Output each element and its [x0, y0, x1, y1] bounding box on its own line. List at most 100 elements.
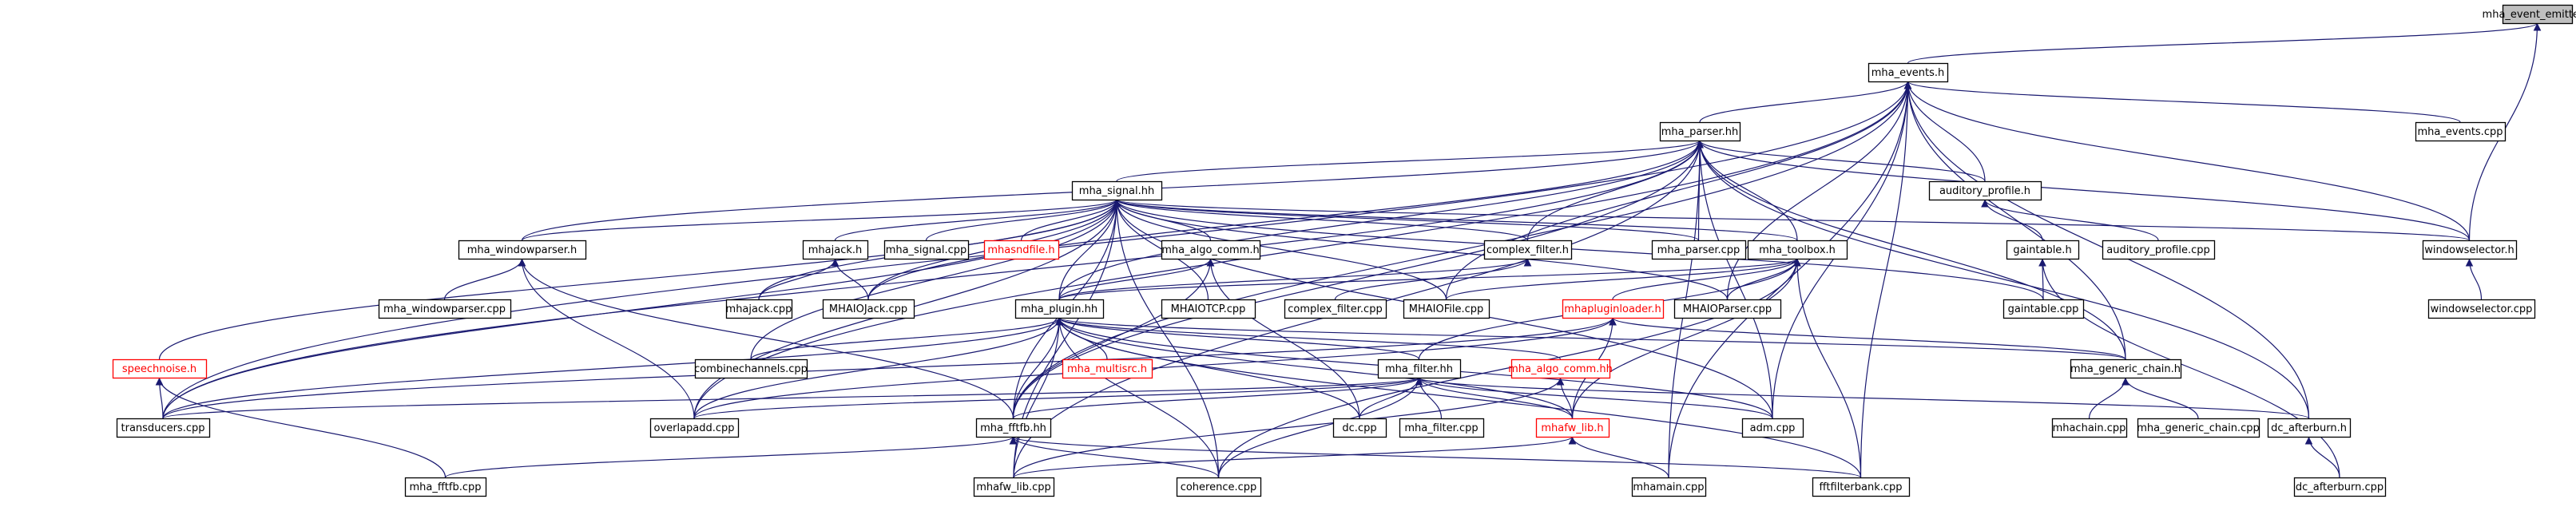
- node-adm-cpp[interactable]: adm.cpp: [1741, 418, 1804, 438]
- node-transducers-cpp[interactable]: transducers.cpp: [116, 418, 211, 438]
- node-box: [1284, 299, 1387, 319]
- edge-mha-filter-hh-to-transducers-cpp: [162, 377, 1423, 419]
- node-fftfilterbank-cpp[interactable]: fftfilterbank.cpp: [1812, 477, 1911, 497]
- edge-mha-signal-hh-to-windowselector-h: [1113, 199, 2471, 241]
- edge-mha-signal-hh-to-mha-plugin-hh: [1058, 199, 1121, 300]
- edge-mha-events-h-to-mha-fftfb-hh: [1012, 81, 1912, 419]
- node-mha-parser-hh[interactable]: mha_parser.hh: [1659, 121, 1741, 142]
- node-overlapadd-cpp[interactable]: overlapadd.cpp: [649, 418, 740, 438]
- node-box: [1673, 299, 1782, 319]
- edge-mha-filter-hh-to-mha-fftfb-hh: [1012, 377, 1423, 419]
- node-complex-filter-cpp[interactable]: complex_filter.cpp: [1284, 299, 1387, 319]
- edge-mha-algo-comm-h-to-mha-fftfb-hh: [1012, 258, 1215, 419]
- node-box: [649, 418, 740, 438]
- edge-mha-filter-hh-to-adm-cpp: [1415, 377, 1773, 419]
- edge-mha-parser-hh-to-adm-cpp: [1696, 140, 1773, 419]
- node-label: MHAIOTCP.cpp: [1171, 303, 1246, 315]
- node-mha-windowparser-cpp[interactable]: mha_windowparser.cpp: [378, 299, 512, 319]
- node-label: mha_event_emitter.h: [2483, 9, 2576, 21]
- node-mhamain-cpp[interactable]: mhamain.cpp: [1631, 477, 1707, 497]
- node-label: mha_signal.cpp: [886, 244, 967, 256]
- edge-mha-toolbox-h-to-fftfilterbank-cpp: [1793, 258, 1862, 478]
- node-mha-plugin-hh[interactable]: mha_plugin.hh: [1014, 299, 1105, 319]
- edge-mha-algo-comm-h-to-mha-plugin-hh: [1058, 258, 1215, 300]
- node-label: mha_parser.cpp: [1657, 244, 1740, 256]
- node-mha-signal-hh[interactable]: mha_signal.hh: [1071, 180, 1163, 201]
- node-mhaiofile-cpp[interactable]: MHAIOFile.cpp: [1403, 299, 1490, 319]
- node-mha-parser-cpp[interactable]: mha_parser.cpp: [1651, 240, 1747, 260]
- node-combinechannels-cpp[interactable]: combinechannels.cpp: [694, 358, 808, 379]
- node-dc-cpp[interactable]: dc.cpp: [1332, 418, 1387, 438]
- node-box: [725, 299, 793, 319]
- node-windowselector-cpp[interactable]: windowselector.cpp: [2427, 299, 2536, 319]
- node-auditory-profile-cpp[interactable]: auditory_profile.cpp: [2102, 240, 2216, 260]
- node-box: [1868, 62, 1949, 83]
- node-mha-fftfb-cpp[interactable]: mha_fftfb.cpp: [404, 477, 487, 497]
- node-box: [2070, 358, 2182, 379]
- node-label: MHAIOJack.cpp: [829, 303, 907, 315]
- edge-mha-algo-comm-h-to-dc-cpp: [1206, 258, 1360, 419]
- node-label: auditory_profile.cpp: [2106, 244, 2210, 256]
- edge-mha-filter-hh-to-mhafw-lib-h: [1415, 377, 1574, 419]
- node-dc-afterburn-h[interactable]: dc_afterburn.h: [2267, 418, 2352, 438]
- edge-mha-parser-hh-to-mha-fftfb-hh: [1012, 140, 1704, 419]
- node-mha-fftfb-hh[interactable]: mha_fftfb.hh: [975, 418, 1052, 438]
- edge-mha-events-h-to-mhaioparser-cpp: [1726, 81, 1912, 300]
- node-mha-filter-cpp[interactable]: mha_filter.cpp: [1399, 418, 1485, 438]
- node-mhaiojack-cpp[interactable]: MHAIOJack.cpp: [822, 299, 915, 319]
- edge-mha-signal-hh-to-gaintable-cpp: [1113, 199, 2044, 300]
- node-windowselector-h[interactable]: windowselector.h: [2422, 240, 2518, 260]
- node-label: mha_plugin.hh: [1021, 303, 1097, 315]
- node-label: mhachain.cpp: [2053, 422, 2126, 434]
- node-label: mha_multisrc.h: [1067, 363, 1147, 375]
- node-box: [1332, 418, 1387, 438]
- node-mha-generic-chain-cpp[interactable]: mha_generic_chain.cpp: [2137, 418, 2260, 438]
- node-auditory-profile-h[interactable]: auditory_profile.h: [1928, 180, 2042, 201]
- node-label: mha_filter.hh: [1385, 363, 1453, 375]
- node-coherence-cpp[interactable]: coherence.cpp: [1176, 477, 1262, 497]
- node-mhafw-lib-cpp[interactable]: mhafw_lib.cpp: [973, 477, 1055, 497]
- node-mhafw-lib-h[interactable]: mhafw_lib.h: [1535, 418, 1610, 438]
- node-mhajack-cpp[interactable]: mhajack.cpp: [725, 299, 793, 319]
- node-speechnoise-h[interactable]: speechnoise.h: [112, 358, 208, 379]
- node-mha-multisrc-h[interactable]: mha_multisrc.h: [1062, 358, 1153, 379]
- edge-mhapluginloader-h-to-overlapadd-cpp: [693, 317, 1617, 419]
- node-box: [1399, 418, 1485, 438]
- node-mha-event-emitter-h[interactable]: mha_event_emitter.h: [2483, 4, 2576, 25]
- node-mha-toolbox-h[interactable]: mha_toolbox.h: [1747, 240, 1848, 260]
- node-box: [1403, 299, 1490, 319]
- node-dc-afterburn-cpp[interactable]: dc_afterburn.cpp: [2293, 477, 2387, 497]
- edge-mha-toolbox-h-to-mhaiofile-cpp: [1445, 258, 1801, 300]
- node-mhapluginloader-h[interactable]: mhapluginloader.h: [1562, 299, 1665, 319]
- edge-mha-fftfb-hh-to-mha-fftfb-cpp: [444, 436, 1018, 478]
- node-label: mhajack.h: [808, 244, 863, 256]
- node-mha-generic-chain-h[interactable]: mha_generic_chain.h: [2070, 358, 2182, 379]
- node-mhajack-h[interactable]: mhajack.h: [802, 240, 869, 260]
- node-mha-windowparser-h[interactable]: mha_windowparser.h: [458, 240, 587, 260]
- node-gaintable-h[interactable]: gaintable.h: [2006, 240, 2080, 260]
- node-mha-signal-cpp[interactable]: mha_signal.cpp: [883, 240, 970, 260]
- edge-mhapluginloader-h-to-mha-generic-chain-h: [1609, 317, 2126, 360]
- node-mhachain-cpp[interactable]: mhachain.cpp: [2051, 418, 2128, 438]
- node-box: [112, 358, 208, 379]
- node-mha-events-h[interactable]: mha_events.h: [1868, 62, 1949, 83]
- node-label: mhamain.cpp: [1633, 481, 1704, 493]
- edge-mha-plugin-hh-to-mha-generic-chain-h: [1055, 317, 2126, 360]
- node-mhaioparser-cpp[interactable]: MHAIOParser.cpp: [1673, 299, 1782, 319]
- node-mha-algo-comm-hh[interactable]: mha_algo_comm.hh: [1508, 358, 1613, 379]
- edge-mha-filter-hh-to-dc-afterburn-h: [1415, 377, 2310, 419]
- node-mhasndfile-h[interactable]: mhasndfile.h: [983, 240, 1060, 260]
- edge-mhapluginloader-h-to-transducers-cpp: [162, 317, 1617, 419]
- node-box: [1741, 418, 1804, 438]
- edge-mha-signal-hh-to-mha-parser-cpp: [1113, 199, 1700, 241]
- edge-mha-signal-hh-to-mha-signal-cpp: [925, 199, 1121, 241]
- node-complex-filter-h[interactable]: complex_filter.h: [1483, 240, 1573, 260]
- node-mhaiotcp-cpp[interactable]: MHAIOTCP.cpp: [1161, 299, 1256, 319]
- node-mha-events-cpp[interactable]: mha_events.cpp: [2415, 121, 2507, 142]
- node-label: mha_generic_chain.h: [2070, 363, 2181, 375]
- node-mha-filter-hh[interactable]: mha_filter.hh: [1377, 358, 1462, 379]
- node-gaintable-cpp[interactable]: gaintable.cpp: [2002, 299, 2085, 319]
- node-label: windowselector.cpp: [2431, 303, 2533, 315]
- edge-mha-plugin-hh-to-mhafw-lib-h: [1055, 317, 1574, 419]
- node-mha-algo-comm-h[interactable]: mha_algo_comm.h: [1161, 240, 1261, 260]
